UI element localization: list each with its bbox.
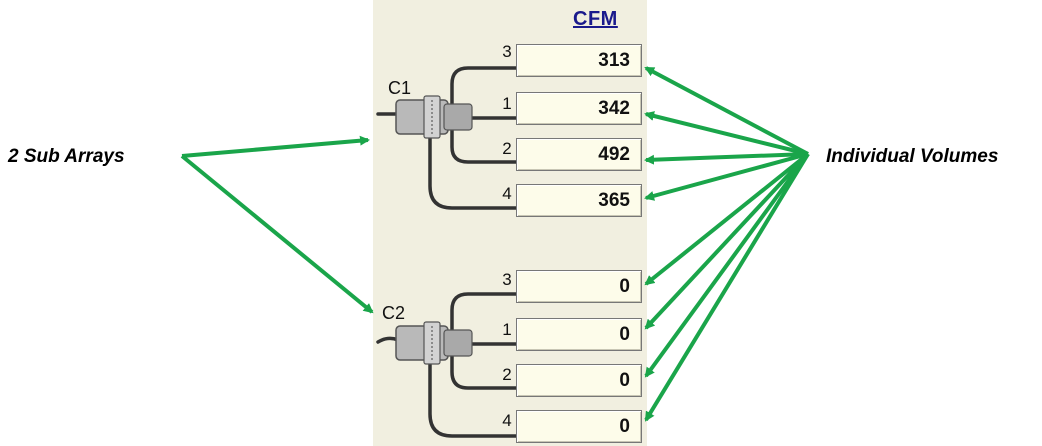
volume-field[interactable]: 0 [516,410,642,443]
port-number: 4 [502,411,512,430]
volume-field[interactable]: 313 [516,44,642,77]
cfm-header[interactable]: CFM [573,8,618,30]
volume-field[interactable]: 0 [516,318,642,351]
port-number: 1 [502,94,512,113]
port-number: 1 [502,320,512,339]
port-number: 2 [502,365,512,384]
annotation-individual-volumes: Individual Volumes [826,146,999,167]
port-number: 3 [502,42,512,61]
group-label-c2: C2 [382,303,406,323]
annotation-sub-arrays: 2 Sub Arrays [8,146,125,167]
volume-field[interactable]: 365 [516,184,642,217]
port-number: 2 [502,139,512,158]
group-label-c1: C1 [388,78,412,98]
port-number: 4 [502,184,512,203]
volume-field[interactable]: 492 [516,138,642,171]
port-number: 3 [502,270,512,289]
volume-field[interactable]: 0 [516,270,642,303]
volume-field[interactable]: 0 [516,364,642,397]
volume-field[interactable]: 342 [516,92,642,125]
